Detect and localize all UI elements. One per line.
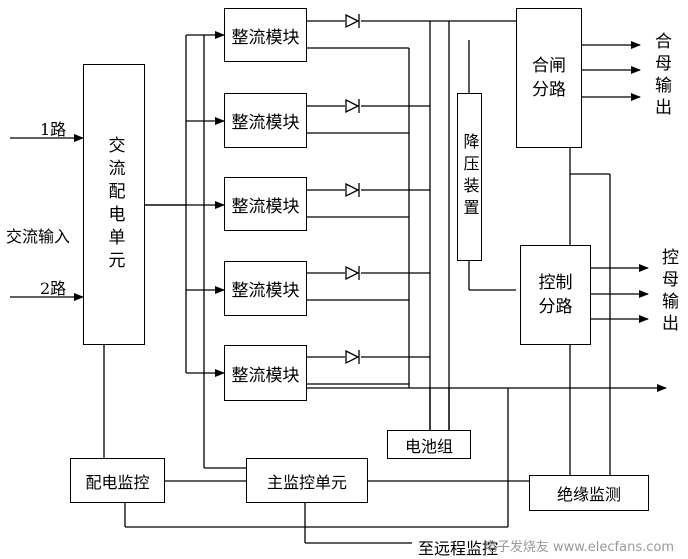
distribution-monitor: 配电监控 bbox=[70, 458, 165, 503]
input-2-label: 2路 bbox=[40, 279, 67, 298]
step-down-device: 降压装置 bbox=[457, 93, 482, 261]
rectifier-module-4: 整流模块 bbox=[224, 261, 307, 316]
ac-distribution-unit: 交流配电单元 bbox=[83, 64, 145, 345]
diode-icon bbox=[345, 265, 360, 281]
diode-icon bbox=[345, 13, 360, 29]
rectifier-module-2: 整流模块 bbox=[224, 93, 307, 148]
battery-pack: 电池组 bbox=[387, 430, 471, 459]
main-monitor-unit: 主监控单元 bbox=[246, 458, 368, 503]
diode-icon bbox=[345, 349, 360, 365]
insulation-monitor: 绝缘监测 bbox=[529, 475, 649, 511]
diode-icon bbox=[345, 182, 360, 198]
diode-icon bbox=[345, 98, 360, 114]
remote-monitor-label: 至远程监控 bbox=[418, 539, 499, 558]
closing-branch: 合闸分路 bbox=[516, 8, 582, 148]
input-1-label: 1路 bbox=[40, 120, 67, 139]
ac-input-label: 交流输入 bbox=[6, 227, 71, 246]
watermark: 电子发烧友 www.elecfans.com bbox=[483, 540, 674, 555]
control-bus-output-label: 控母输出 bbox=[658, 248, 678, 336]
rectifier-module-5: 整流模块 bbox=[224, 345, 307, 401]
control-branch: 控制分路 bbox=[520, 245, 591, 345]
closing-bus-output-label: 合母输出 bbox=[651, 32, 671, 120]
rectifier-module-1: 整流模块 bbox=[224, 8, 307, 62]
rectifier-module-3: 整流模块 bbox=[224, 177, 307, 231]
